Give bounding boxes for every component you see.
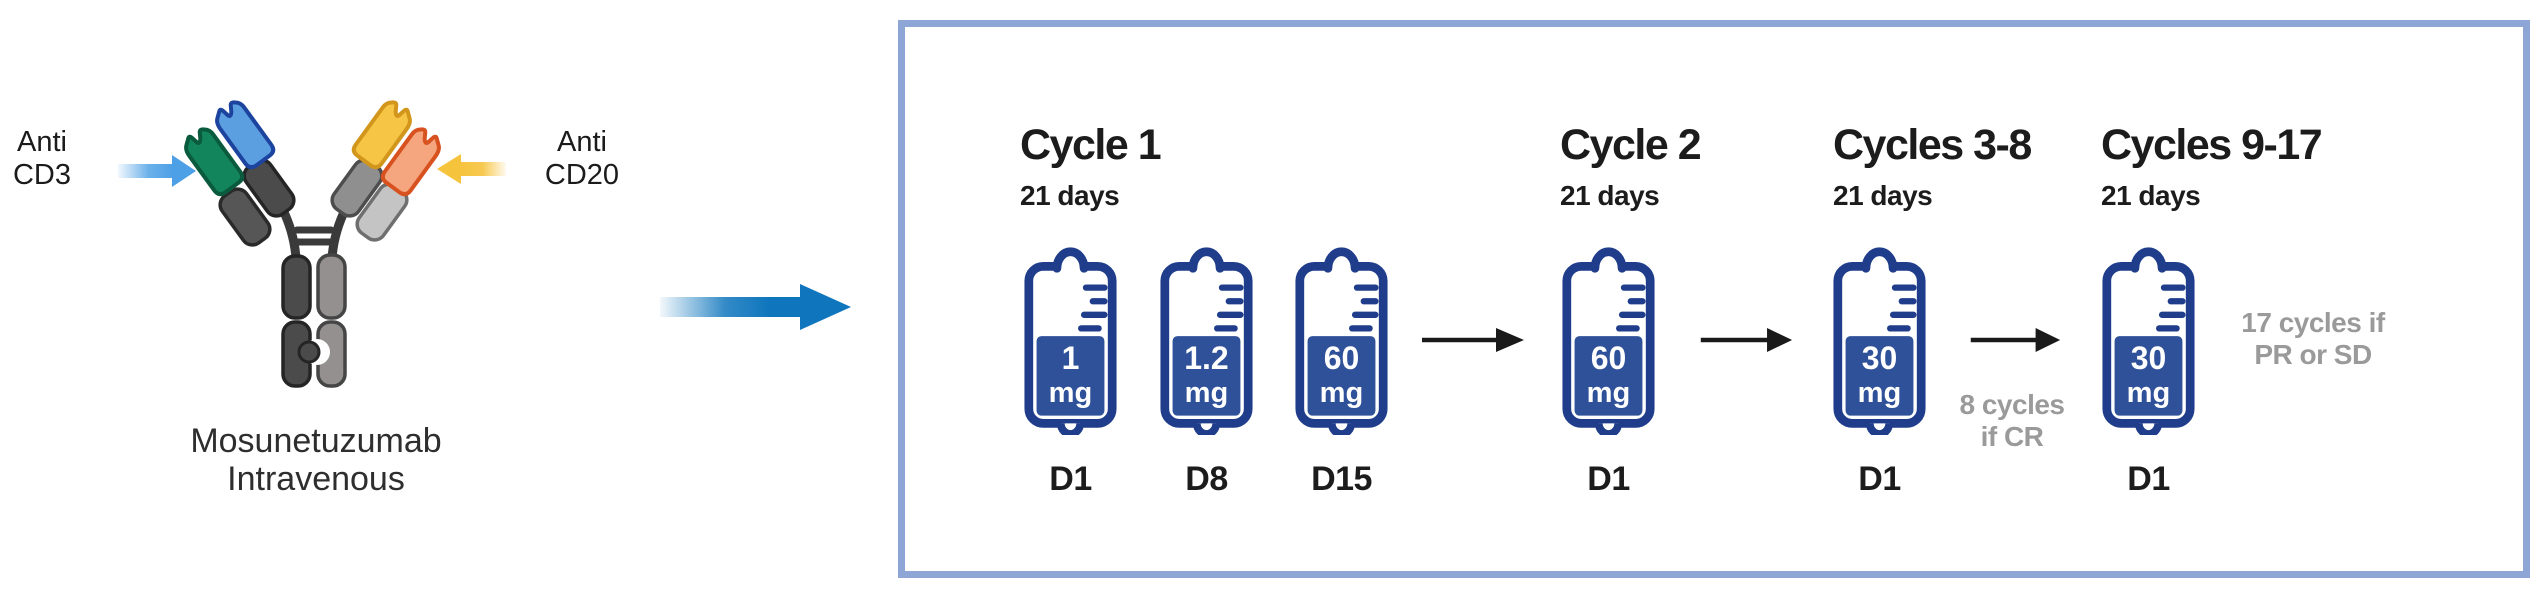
iv-bag-icon: 1.2 mg	[1158, 245, 1255, 435]
antibody-caption: Mosunetuzumab Intravenous	[180, 422, 452, 498]
cycles3-8-duration: 21 days	[1833, 180, 1933, 211]
dose-unit: mg	[1049, 377, 1093, 409]
pr-sd-annotation: 17 cycles if PR or SD	[2225, 307, 2401, 371]
anti-cd20-label-line2: CD20	[544, 159, 620, 191]
cycle2-title: Cycle 2	[1560, 121, 1702, 169]
flow-arrow-icon	[660, 284, 851, 330]
day-label: D8	[1185, 460, 1228, 498]
anti-cd3-label-line2: CD3	[12, 159, 71, 191]
dose-unit: mg	[1858, 377, 1902, 409]
antibody-caption-line2: Intravenous	[227, 460, 405, 498]
anti-cd3-arm	[180, 98, 300, 252]
dose-unit: mg	[2127, 377, 2171, 409]
cycles9-17-header: Cycles 9-17 21 days	[2101, 121, 2323, 211]
anti-cd20-label: Anti CD20	[536, 126, 628, 192]
cr-annotation-line1: 8 cycles	[1959, 389, 2066, 420]
cycle1-duration: 21 days	[1020, 180, 1120, 211]
anti-cd20-arm	[326, 98, 445, 247]
day-label: D1	[1049, 460, 1092, 498]
iv-bag-icon: 30 mg	[1831, 245, 1928, 435]
dose-unit: mg	[1587, 377, 1631, 409]
cycle2-duration: 21 days	[1560, 180, 1660, 211]
iv-bag-icon: 60 mg	[1293, 245, 1390, 435]
step-arrow-icon	[1420, 322, 1525, 358]
pr-sd-annotation-line1: 17 cycles if	[2241, 307, 2385, 338]
pr-sd-annotation-line2: PR or SD	[2254, 339, 2372, 370]
step-arrow-icon	[1969, 322, 2061, 358]
antibody-hinge	[277, 203, 351, 263]
day-label: D1	[1858, 460, 1901, 498]
cycle1-header: Cycle 1 21 days	[1020, 121, 1162, 211]
iv-bag-icon: 30 mg	[2100, 245, 2197, 435]
dose-amount: 1.2	[1184, 340, 1228, 376]
anti-cd3-label-line1: Anti	[17, 126, 67, 158]
dose-amount: 30	[2131, 340, 2167, 376]
dose-amount: 1	[1062, 340, 1080, 376]
dose-amount: 60	[1591, 340, 1627, 376]
dosing-schedule-panel: Cycle 1 21 days 1 mg 1.2 mg 60 mg D1 D8 …	[898, 20, 2530, 578]
dose-amount: 30	[1862, 340, 1898, 376]
cycles9-17-title: Cycles 9-17	[2101, 121, 2323, 169]
cr-annotation: 8 cycles if CR	[1937, 389, 2087, 453]
bispecific-antibody-illustration	[118, 50, 506, 388]
day-label: D1	[1587, 460, 1630, 498]
anti-cd3-arrow-icon	[118, 155, 196, 187]
dose-unit: mg	[1185, 377, 1229, 409]
step-arrow-icon	[1699, 322, 1793, 358]
cycles3-8-title: Cycles 3-8	[1833, 121, 2032, 169]
iv-bag-icon: 60 mg	[1560, 245, 1657, 435]
dose-unit: mg	[1320, 377, 1364, 409]
antibody-caption-line1: Mosunetuzumab	[190, 422, 442, 460]
cycle1-title: Cycle 1	[1020, 121, 1162, 169]
anti-cd20-label-line1: Anti	[557, 126, 607, 158]
cycles9-17-duration: 21 days	[2101, 180, 2201, 211]
anti-cd20-arrow-icon	[437, 154, 506, 184]
cycle2-header: Cycle 2 21 days	[1560, 121, 1702, 211]
cr-annotation-line2: if CR	[1980, 421, 2044, 452]
knob	[297, 340, 321, 364]
anti-cd3-label: Anti CD3	[0, 126, 84, 192]
antibody-stem	[281, 253, 347, 388]
dose-amount: 60	[1324, 340, 1360, 376]
day-label: D15	[1311, 460, 1372, 498]
iv-bag-icon: 1 mg	[1022, 245, 1119, 435]
day-label: D1	[2127, 460, 2170, 498]
cycles3-8-header: Cycles 3-8 21 days	[1833, 121, 2032, 211]
